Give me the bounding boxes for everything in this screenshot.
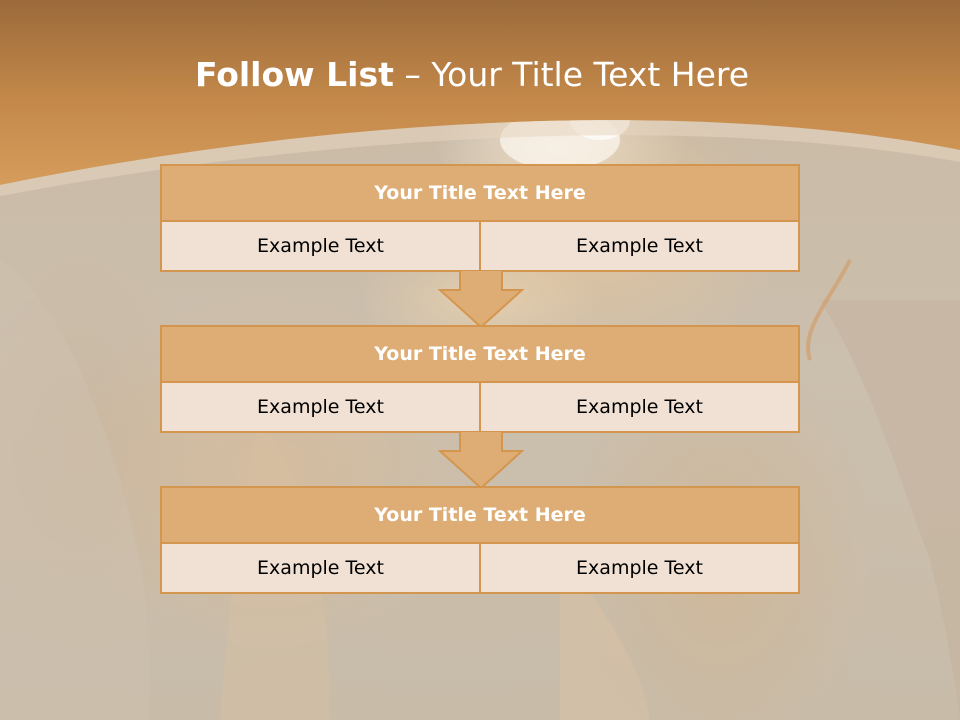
block-title: Your Title Text Here (162, 166, 798, 222)
block-title: Your Title Text Here (162, 488, 798, 544)
header-band (0, 0, 960, 196)
list-block-2: Your Title Text Here Example Text Exampl… (160, 325, 800, 433)
down-arrow-icon (438, 431, 524, 489)
block-title: Your Title Text Here (162, 327, 798, 383)
block-right-text: Example Text (479, 383, 798, 431)
list-block-3: Your Title Text Here Example Text Exampl… (160, 486, 800, 594)
slide-title-bold: Follow List (194, 55, 394, 94)
block-row: Example Text Example Text (162, 222, 798, 270)
block-row: Example Text Example Text (162, 383, 798, 431)
block-left-text: Example Text (162, 222, 479, 270)
slide-title-rest: – Your Title Text Here (393, 55, 750, 94)
block-right-text: Example Text (479, 222, 798, 270)
list-block-1: Your Title Text Here Example Text Exampl… (160, 164, 800, 272)
block-left-text: Example Text (162, 544, 479, 592)
block-row: Example Text Example Text (162, 544, 798, 592)
slide-title: Follow List – Your Title Text Here (0, 52, 944, 98)
block-left-text: Example Text (162, 383, 479, 431)
down-arrow-icon (438, 270, 524, 328)
block-right-text: Example Text (479, 544, 798, 592)
